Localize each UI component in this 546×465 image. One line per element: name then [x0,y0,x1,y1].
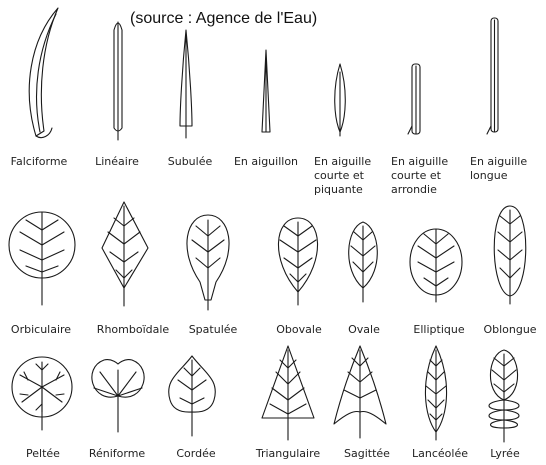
leaf-obovale [278,218,317,305]
label-sagittee: Sagittée [344,447,390,461]
leaf-lanceolee [425,346,446,440]
label-spatulee: Spatulée [189,323,238,337]
leaf-reniforme [92,360,144,432]
leaf-aiguille-courte-piquante [335,64,346,136]
label-en-aiguillon: En aiguillon [234,155,298,169]
leaf-falciforme [29,8,58,138]
label-falciforme: Falciforme [11,155,68,169]
label-elliptique: Elliptique [413,323,464,337]
leaf-orbiculaire [9,212,75,305]
label-aiguille-courte-arrondie: En aiguille courte et arrondie [391,155,448,197]
leaf-aiguille-courte-arrondie [408,64,420,134]
label-peltee: Peltée [26,447,60,461]
leaf-lyree [489,350,519,442]
label-cordee: Cordée [176,447,215,461]
label-lyree: Lyrée [490,447,519,461]
leaf-spatulee [187,215,229,310]
label-reniforme: Réniforme [89,447,145,461]
label-subulee: Subulée [168,155,213,169]
label-oblongue: Oblongue [483,323,536,337]
leaf-cordee [169,356,216,436]
leaf-elliptique [410,229,462,302]
leaf-triangulaire [262,346,314,440]
leaf-sagittee [334,346,386,438]
leaf-en-aiguillon [262,50,270,132]
label-lineaire: Linéaire [95,155,139,169]
label-obovale: Obovale [276,323,321,337]
leaf-subulee [180,30,192,138]
label-triangulaire: Triangulaire [256,447,320,461]
leaf-oblongue [494,206,526,304]
source-note: (source : Agence de l'Eau) [130,10,317,28]
label-lanceolee: Lancéolée [412,447,468,461]
label-aiguille-longue: En aiguille longue [470,155,527,183]
leaf-rhomboidale [102,202,148,306]
leaf-lineaire [114,22,122,140]
label-aiguille-courte-piquante: En aiguille courte et piquante [314,155,371,197]
label-orbiculaire: Orbiculaire [11,323,71,337]
leaf-ovale [349,222,378,302]
label-ovale: Ovale [348,323,380,337]
leaf-peltee [12,357,72,430]
leaf-aiguille-longue [487,18,498,134]
label-rhomboidale: Rhomboïdale [97,323,169,337]
